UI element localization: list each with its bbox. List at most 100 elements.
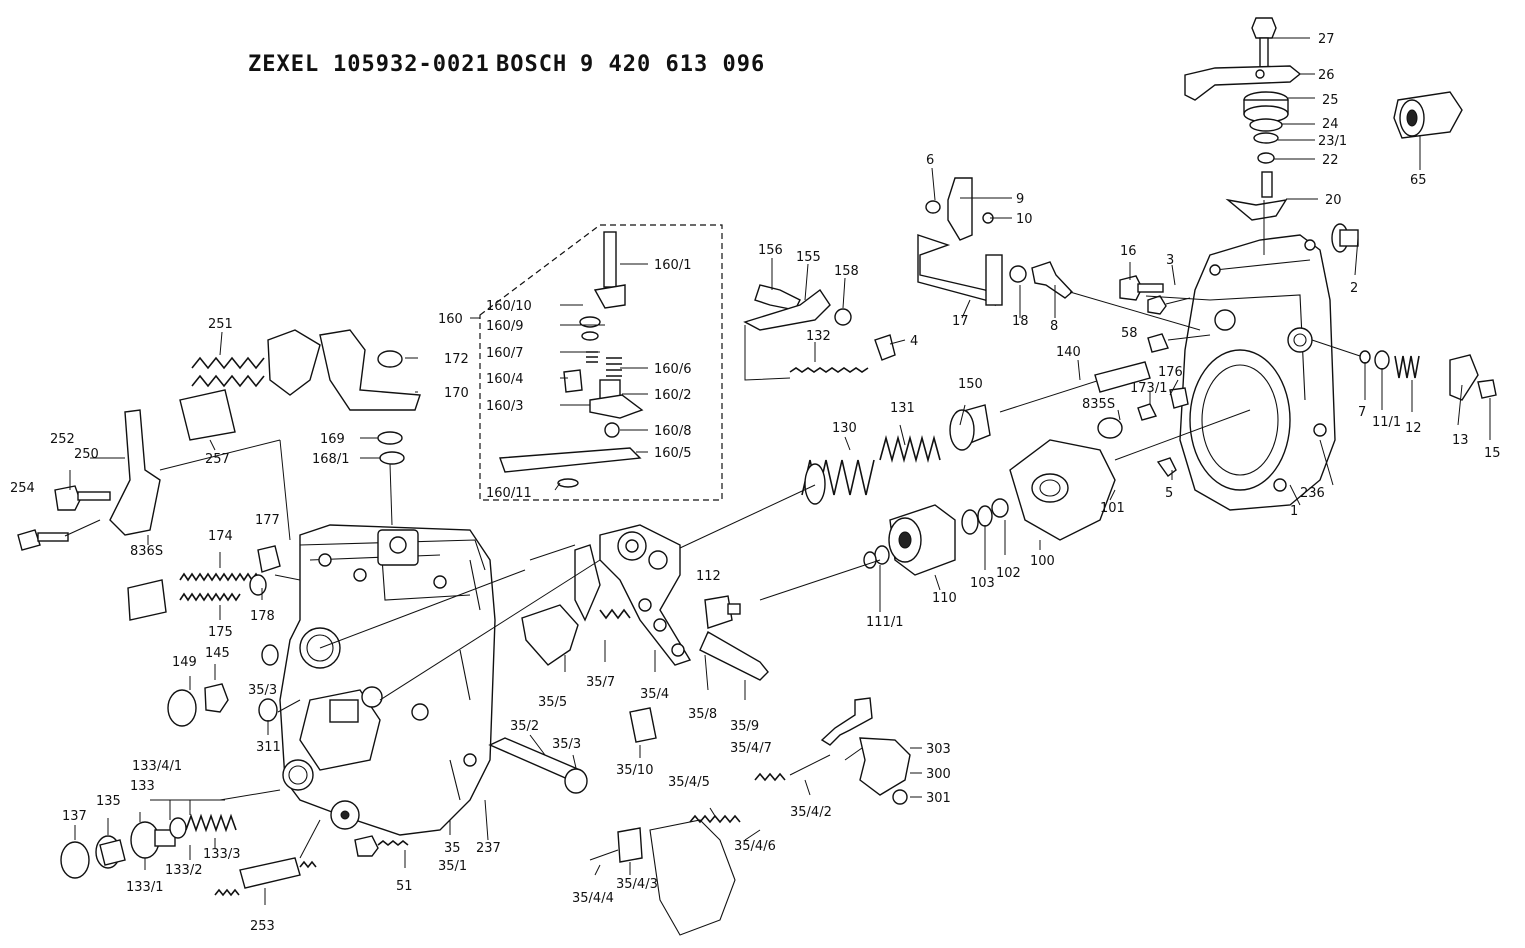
- label-35-7: 35/7: [586, 675, 615, 690]
- label-35-8: 35/8: [688, 707, 717, 722]
- bolts-174-178: [179, 545, 281, 602]
- part-2-screw: [1331, 223, 1359, 253]
- plate-170-parts: [267, 329, 421, 465]
- label-254: 254: [10, 481, 35, 496]
- label-51: 51: [396, 879, 413, 894]
- label-110: 110: [932, 591, 957, 606]
- label-12: 12: [1405, 421, 1422, 436]
- part-labels: 27 26 25 24 23/1 22 20 65 2 3 16 6 9 10 …: [10, 32, 1501, 934]
- header-brand-zexel: ZEXEL: [248, 52, 320, 77]
- label-178: 178: [250, 609, 275, 624]
- label-35: 35: [444, 841, 461, 856]
- label-236: 236: [1300, 486, 1325, 501]
- label-10: 10: [1016, 212, 1033, 227]
- header-bosch-number: 9 420 613 096: [580, 52, 766, 77]
- header-brand-bosch: BOSCH: [496, 52, 568, 77]
- label-160-4: 160/4: [486, 372, 523, 387]
- label-172: 172: [444, 352, 469, 367]
- label-22: 22: [1322, 153, 1339, 168]
- label-303: 303: [926, 742, 951, 757]
- label-177: 177: [255, 513, 280, 528]
- label-160-6: 160/6: [654, 362, 691, 377]
- label-133: 133: [130, 779, 155, 794]
- label-160-3: 160/3: [486, 399, 523, 414]
- label-175: 175: [208, 625, 233, 640]
- label-11-1: 11/1: [1372, 415, 1401, 430]
- label-174: 174: [208, 529, 233, 544]
- label-156: 156: [758, 243, 783, 258]
- label-35-4-3: 35/4/3: [616, 877, 658, 892]
- label-160-8: 160/8: [654, 424, 691, 439]
- right-side-small-parts: [1137, 333, 1497, 477]
- label-16: 16: [1120, 244, 1137, 259]
- label-112: 112: [696, 569, 721, 584]
- label-135: 135: [96, 794, 121, 809]
- label-140: 140: [1056, 345, 1081, 360]
- assembly-160-box: [479, 224, 723, 501]
- label-35-9: 35/9: [730, 719, 759, 734]
- label-150: 150: [958, 377, 983, 392]
- label-835s: 835S: [1082, 397, 1115, 412]
- part-65-nut: [1393, 91, 1463, 139]
- label-252: 252: [50, 432, 75, 447]
- label-100: 100: [1030, 554, 1055, 569]
- label-111-1: 111/1: [866, 615, 903, 630]
- bolt-assembly-133: [60, 813, 237, 879]
- label-15: 15: [1484, 446, 1501, 461]
- pump-housing-left: [279, 524, 496, 836]
- label-9: 9: [1016, 192, 1024, 207]
- label-103: 103: [970, 576, 995, 591]
- label-58: 58: [1121, 326, 1138, 341]
- label-176: 176: [1158, 365, 1183, 380]
- label-35-2: 35/2: [510, 719, 539, 734]
- label-65: 65: [1410, 173, 1427, 188]
- label-130: 130: [832, 421, 857, 436]
- label-25: 25: [1322, 93, 1339, 108]
- parts-3-16: [1119, 275, 1191, 315]
- label-6: 6: [926, 153, 934, 168]
- label-35-1: 35/1: [438, 859, 467, 874]
- label-8: 8: [1050, 319, 1058, 334]
- label-836s: 836S: [130, 544, 163, 559]
- label-133-4-1: 133/4/1: [132, 759, 182, 774]
- label-2: 2: [1350, 281, 1358, 296]
- label-301: 301: [926, 791, 951, 806]
- governor-housing-right: [1179, 234, 1336, 511]
- label-133-2: 133/2: [165, 863, 202, 878]
- label-35-4-6: 35/4/6: [734, 839, 776, 854]
- label-149: 149: [172, 655, 197, 670]
- label-23-1: 23/1: [1318, 134, 1347, 149]
- label-133-1: 133/1: [126, 880, 163, 895]
- label-35-4: 35/4: [640, 687, 669, 702]
- label-237: 237: [476, 841, 501, 856]
- label-18: 18: [1012, 314, 1029, 329]
- label-35-4-2: 35/4/2: [790, 805, 832, 820]
- label-35-10: 35/10: [616, 763, 653, 778]
- bolts-51-253: [214, 835, 409, 897]
- label-160: 160: [438, 312, 463, 327]
- label-253: 253: [250, 919, 275, 934]
- label-300: 300: [926, 767, 951, 782]
- label-133-3: 133/3: [203, 847, 240, 862]
- header-zexel-number: 105932-0021: [333, 52, 490, 77]
- label-1: 1: [1290, 504, 1298, 519]
- label-102: 102: [996, 566, 1021, 581]
- label-155: 155: [796, 250, 821, 265]
- label-160-2: 160/2: [654, 388, 691, 403]
- label-20: 20: [1325, 193, 1342, 208]
- label-24: 24: [1322, 117, 1339, 132]
- label-101: 101: [1100, 501, 1125, 516]
- label-4: 4: [910, 334, 918, 349]
- label-35-3-b: 35/3: [552, 737, 581, 752]
- label-5: 5: [1165, 486, 1173, 501]
- label-35-4-5: 35/4/5: [668, 775, 710, 790]
- label-3: 3: [1166, 253, 1174, 268]
- control-lever-35: [488, 524, 769, 794]
- label-35-4-4: 35/4/4: [572, 891, 614, 906]
- label-160-1: 160/1: [654, 258, 691, 273]
- label-168-1: 168/1: [312, 452, 349, 467]
- top-adjust-stack: [1184, 17, 1302, 221]
- label-17: 17: [952, 314, 969, 329]
